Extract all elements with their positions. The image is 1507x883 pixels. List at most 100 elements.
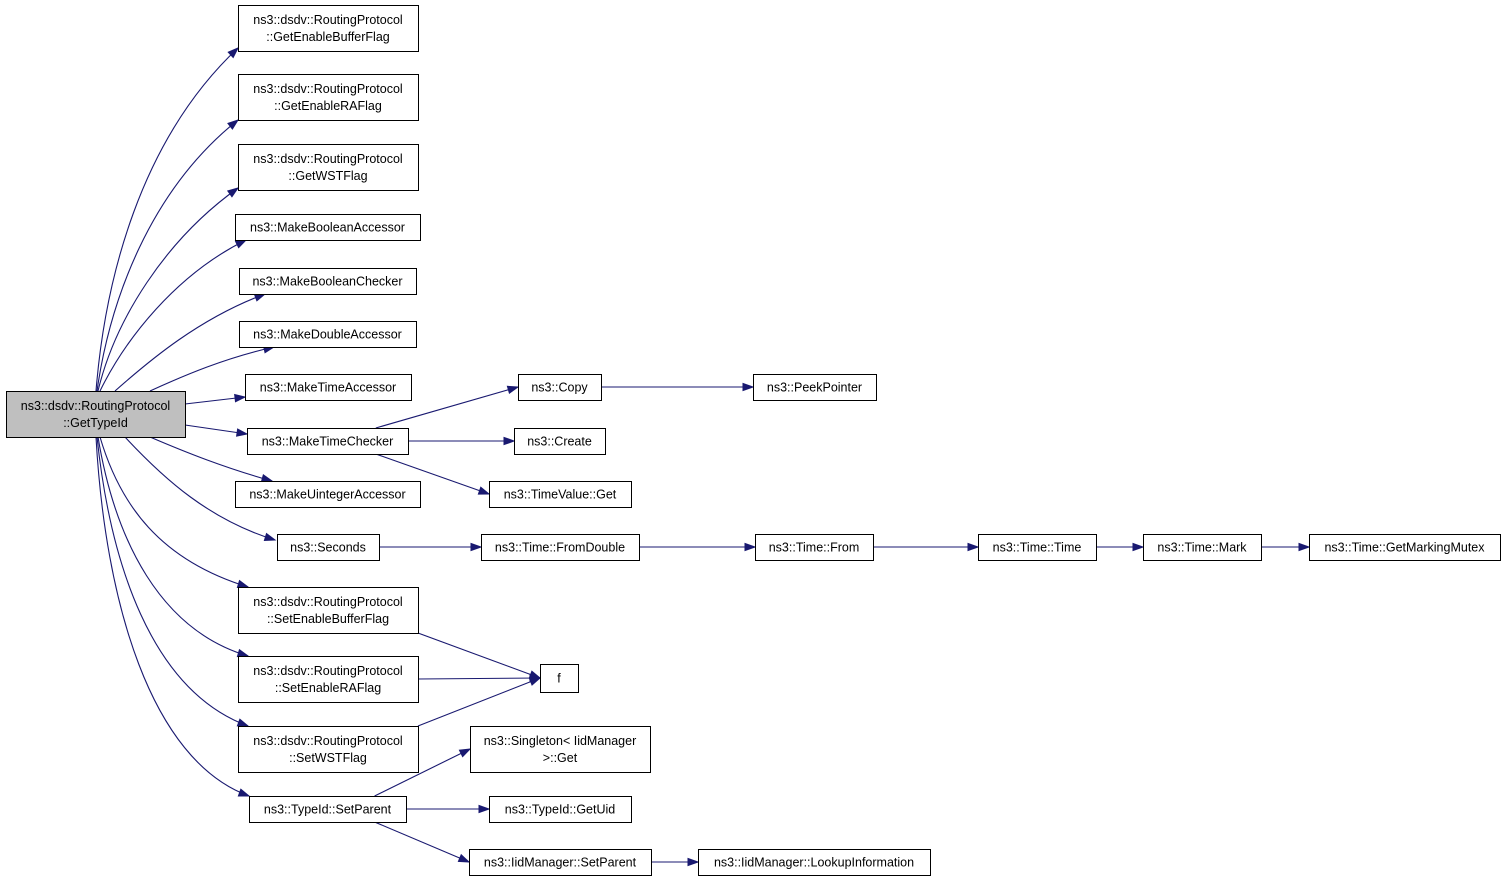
node-box	[514, 428, 606, 455]
node-make_boolean_accessor[interactable]: ns3::MakeBooleanAccessor	[235, 214, 421, 241]
node-box	[239, 321, 417, 348]
arrow-head-icon	[470, 542, 483, 552]
node-time_from_double[interactable]: ns3::Time::FromDouble	[481, 534, 640, 561]
node-box	[238, 726, 419, 773]
node-box	[1309, 534, 1501, 561]
node-singleton_get[interactable]: ns3::Singleton< IidManager>::Get	[470, 726, 651, 773]
node-box	[470, 726, 651, 773]
arrow-head-icon	[1298, 542, 1311, 552]
edge-set_wst_flag-to-f	[417, 677, 542, 727]
node-box	[481, 534, 640, 561]
arrow-head-icon	[234, 393, 247, 403]
arrow-head-icon	[458, 748, 472, 758]
edge-line	[374, 821, 470, 863]
node-create[interactable]: ns3::Create	[514, 428, 606, 455]
node-label: ns3::MakeDoubleAccessor	[253, 328, 402, 342]
node-label: ns3::Time::FromDouble	[495, 541, 625, 555]
node-time_from[interactable]: ns3::Time::From	[755, 534, 874, 561]
edge-root-to-set_enable_ra_flag	[97, 436, 250, 658]
edge-line	[149, 436, 273, 482]
node-set_wst_flag[interactable]: ns3::dsdv::RoutingProtocol::SetWSTFlag	[238, 726, 419, 773]
node-label: ns3::MakeBooleanAccessor	[250, 221, 405, 235]
arrow-head-icon	[235, 428, 249, 437]
edge-set_enable_buffer_flag-to-f	[417, 632, 542, 679]
node-box	[235, 214, 421, 241]
edge-line	[417, 677, 541, 727]
node-label: ::SetEnableRAFlag	[275, 681, 381, 695]
arrow-head-icon	[744, 542, 757, 552]
node-box	[238, 74, 419, 121]
node-typeid_get_uid[interactable]: ns3::TypeId::GetUid	[489, 796, 632, 823]
arrow-head-icon	[237, 788, 251, 797]
node-root[interactable]: ns3::dsdv::RoutingProtocol::GetTypeId	[6, 391, 186, 438]
node-iidmanager_set_parent[interactable]: ns3::IidManager::SetParent	[469, 849, 652, 876]
node-box	[540, 664, 579, 693]
node-time_mark[interactable]: ns3::Time::Mark	[1143, 534, 1262, 561]
node-set_enable_buffer_flag[interactable]: ns3::dsdv::RoutingProtocol::SetEnableBuf…	[238, 587, 419, 634]
node-make_double_accessor[interactable]: ns3::MakeDoubleAccessor	[239, 321, 417, 348]
arrow-head-icon	[226, 187, 240, 198]
node-time_time[interactable]: ns3::Time::Time	[978, 534, 1097, 561]
node-label: ns3::dsdv::RoutingProtocol	[253, 13, 402, 27]
node-get_enable_buffer_flag[interactable]: ns3::dsdv::RoutingProtocol::GetEnableBuf…	[238, 5, 419, 52]
node-label: ns3::dsdv::RoutingProtocol	[21, 399, 170, 413]
node-label: ns3::MakeTimeAccessor	[260, 381, 396, 395]
arrow-head-icon	[506, 385, 520, 395]
node-box	[469, 849, 652, 876]
arrow-head-icon	[263, 532, 277, 542]
node-set_enable_ra_flag[interactable]: ns3::dsdv::RoutingProtocol::SetEnableRAF…	[238, 656, 419, 703]
edge-time_mark-to-time_get_marking_mutex	[1261, 542, 1311, 552]
node-box	[277, 534, 380, 561]
node-peek_pointer[interactable]: ns3::PeekPointer	[753, 374, 877, 401]
edge-line	[124, 436, 276, 541]
node-get_enable_ra_flag[interactable]: ns3::dsdv::RoutingProtocol::GetEnableRAF…	[238, 74, 419, 121]
edge-typeid_set_parent-to-iidmanager_set_parent	[374, 821, 471, 863]
node-box	[1143, 534, 1262, 561]
edge-line	[417, 632, 541, 679]
arrow-head-icon	[260, 474, 274, 483]
node-make_uinteger_accessor[interactable]: ns3::MakeUintegerAccessor	[235, 481, 421, 508]
arrow-head-icon	[236, 579, 250, 589]
edge-seconds-to-time_from_double	[379, 542, 483, 552]
node-time_get_marking_mutex[interactable]: ns3::Time::GetMarkingMutex	[1309, 534, 1501, 561]
node-box	[238, 587, 419, 634]
arrow-head-icon	[477, 486, 491, 495]
edge-root-to-make_boolean_accessor	[99, 239, 248, 392]
arrow-head-icon	[478, 804, 491, 814]
node-label: ns3::TimeValue::Get	[504, 488, 617, 502]
node-label: ns3::IidManager::LookupInformation	[714, 856, 914, 870]
node-box	[247, 428, 409, 455]
node-label: ns3::MakeUintegerAccessor	[249, 488, 405, 502]
node-make_boolean_checker[interactable]: ns3::MakeBooleanChecker	[239, 268, 417, 295]
node-label: ns3::Time::From	[769, 541, 860, 555]
edge-root-to-set_wst_flag	[96, 436, 250, 727]
node-f[interactable]: f	[540, 664, 579, 693]
node-label: ns3::MakeTimeChecker	[262, 435, 394, 449]
node-label: ns3::MakeBooleanChecker	[252, 275, 402, 289]
edge-line	[97, 436, 249, 657]
node-typeid_set_parent[interactable]: ns3::TypeId::SetParent	[249, 796, 407, 823]
node-seconds[interactable]: ns3::Seconds	[277, 534, 380, 561]
arrow-head-icon	[234, 239, 248, 249]
node-make_time_accessor[interactable]: ns3::MakeTimeAccessor	[245, 374, 412, 401]
node-label: ns3::dsdv::RoutingProtocol	[253, 595, 402, 609]
node-box	[978, 534, 1097, 561]
node-iidmanager_lookup_information[interactable]: ns3::IidManager::LookupInformation	[698, 849, 931, 876]
edge-line	[99, 436, 249, 588]
node-make_time_checker[interactable]: ns3::MakeTimeChecker	[247, 428, 409, 455]
node-copy[interactable]: ns3::Copy	[518, 374, 602, 401]
node-label: ::GetEnableBufferFlag	[266, 30, 390, 44]
edge-line	[375, 386, 519, 429]
node-box	[753, 374, 877, 401]
node-box	[239, 268, 417, 295]
edge-copy-to-peek_pointer	[601, 382, 755, 392]
node-label: ns3::Time::Time	[993, 541, 1082, 555]
node-label: ns3::Copy	[531, 381, 588, 395]
edge-make_time_checker-to-create	[408, 436, 516, 446]
node-label: ::GetTypeId	[63, 416, 128, 430]
node-timevalue_get[interactable]: ns3::TimeValue::Get	[489, 481, 632, 508]
node-get_wst_flag[interactable]: ns3::dsdv::RoutingProtocol::GetWSTFlag	[238, 144, 419, 191]
edge-line	[95, 436, 250, 797]
edge-root-to-make_time_checker	[184, 424, 249, 437]
